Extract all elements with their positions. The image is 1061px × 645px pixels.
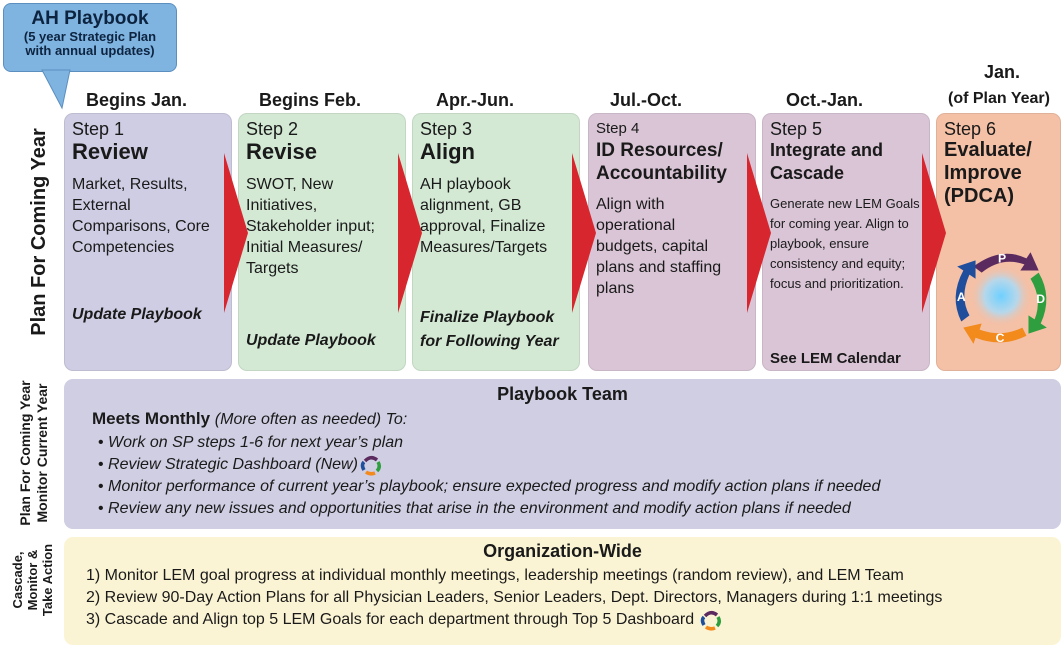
cycle-icon <box>360 456 381 476</box>
side-label-team-line2: Monitor Current Year <box>34 383 50 523</box>
step-5-number: Step 5 <box>770 119 823 139</box>
timing-step4: Jul.-Oct. <box>610 90 683 110</box>
step-2-body: SWOT, New Initiatives, Stakeholder input… <box>246 176 375 277</box>
chevron-2-icon <box>398 153 422 313</box>
step-2-box: Step 2 Revise SWOT, New Initiatives, Sta… <box>238 113 406 371</box>
team-title: Playbook Team <box>497 384 628 404</box>
chevron-5-icon <box>922 153 946 313</box>
timing-step6-line1: Jan. <box>984 62 1021 82</box>
step-6-title-line3: (PDCA) <box>944 185 1014 207</box>
step-4-number: Step 4 <box>596 120 640 137</box>
step-1-body: Market, Results, External Comparisons, C… <box>72 176 210 256</box>
pdca-a-label: A <box>957 290 966 304</box>
org-item: 3) Cascade and Align top 5 LEM Goals for… <box>86 609 942 631</box>
timing-step6-line2: (of Plan Year) <box>948 90 1050 107</box>
side-label-team: Plan For Coming Year Monitor Current Yea… <box>17 378 51 528</box>
step-1-box: Step 1 Review Market, Results, External … <box>64 113 232 371</box>
org-title: Organization-Wide <box>483 541 642 561</box>
team-list: Work on SP steps 1-6 for next year’s pla… <box>98 432 880 520</box>
chevron-4-icon <box>747 153 771 313</box>
step-1-action: Update Playbook <box>72 306 202 323</box>
timing-step2: Begins Feb. <box>259 90 362 110</box>
org-item: 1) Monitor LEM goal progress at individu… <box>86 567 904 584</box>
step-3-action-line1: Finalize Playbook <box>420 309 555 326</box>
step-6-number: Step 6 <box>944 119 997 139</box>
playbook-team-panel: Playbook Team Meets Monthly (More often … <box>64 379 1061 529</box>
timing-step5: Oct.-Jan. <box>786 90 864 110</box>
org-list: 1) Monitor LEM goal progress at individu… <box>86 565 942 631</box>
pdca-d-label: D <box>1036 292 1045 306</box>
playbook-callout: AH Playbook (5 year Strategic Plan with … <box>3 3 177 72</box>
timing-step1: Begins Jan. <box>86 90 188 110</box>
step-6-title-line2: Improve <box>944 162 1022 184</box>
team-item: Review Strategic Dashboard (New) <box>98 454 880 476</box>
chevron-1-icon <box>224 153 248 313</box>
step-3-number: Step 3 <box>420 119 473 139</box>
chevron-3-icon <box>572 153 596 313</box>
step-6-box: Step 6 Evaluate/ Improve (PDCA) P D C A <box>936 113 1061 371</box>
step-3-body: AH playbook alignment, GB approval, Fina… <box>420 176 548 256</box>
pdca-p-label: P <box>998 251 1006 265</box>
callout-subtitle-line2: with annual updates) <box>25 43 155 58</box>
meets-bold: Meets Monthly <box>92 409 211 428</box>
cycle-icon <box>700 611 722 631</box>
step-5-title-line1: Integrate and <box>770 140 884 160</box>
side-label-team-line1: Plan For Coming Year <box>17 380 33 526</box>
organization-wide-panel: Organization-Wide 1) Monitor LEM goal pr… <box>64 537 1061 645</box>
step-4-body: Align with operational budgets, capital … <box>596 196 722 297</box>
step-2-title: Revise <box>246 139 317 164</box>
step-6-title-line1: Evaluate/ <box>944 139 1032 161</box>
meets-italic: (More often as needed) To: <box>214 411 408 428</box>
team-item: Review any new issues and opportunities … <box>98 498 880 520</box>
pdca-cycle-icon: P D C A <box>955 251 1047 345</box>
step-1-title: Review <box>72 139 148 164</box>
team-item: Monitor performance of current year’s pl… <box>98 476 880 498</box>
step-4-title-line2: Accountability <box>596 163 727 184</box>
pdca-c-label: C <box>996 331 1005 345</box>
callout-title: AH Playbook <box>31 8 149 29</box>
side-label-org-line1: Cascade, <box>10 551 25 609</box>
step-5-body: Generate new LEM Goals for coming year. … <box>770 196 920 291</box>
side-label-plan: Plan For Coming Year <box>28 128 50 336</box>
step-5-title-line2: Cascade <box>770 163 845 183</box>
step-5-box: Step 5 Integrate and Cascade Generate ne… <box>762 113 930 371</box>
step-3-action-line2: for Following Year <box>420 333 559 350</box>
step-3-box: Step 3 Align AH playbook alignment, GB a… <box>412 113 580 371</box>
meets-line: Meets Monthly (More often as needed) To: <box>92 409 407 429</box>
org-item: 2) Review 90-Day Action Plans for all Ph… <box>86 589 943 606</box>
team-item: Work on SP steps 1-6 for next year’s pla… <box>98 432 880 454</box>
side-label-org-line3: Take Action <box>40 543 55 617</box>
step-2-action: Update Playbook <box>246 332 376 349</box>
side-label-org-line2: Monitor & <box>25 549 40 611</box>
step-4-title-line1: ID Resources/ <box>596 140 723 161</box>
side-label-org: Cascade, Monitor & Take Action <box>10 540 55 620</box>
step-4-box: Step 4 ID Resources/ Accountability Alig… <box>588 113 756 371</box>
step-1-number: Step 1 <box>72 119 125 139</box>
step-2-number: Step 2 <box>246 119 299 139</box>
step-3-title: Align <box>420 139 475 164</box>
step-5-action: See LEM Calendar <box>770 350 901 367</box>
callout-subtitle-line1: (5 year Strategic Plan <box>23 29 157 44</box>
timing-step3: Apr.-Jun. <box>436 90 515 110</box>
